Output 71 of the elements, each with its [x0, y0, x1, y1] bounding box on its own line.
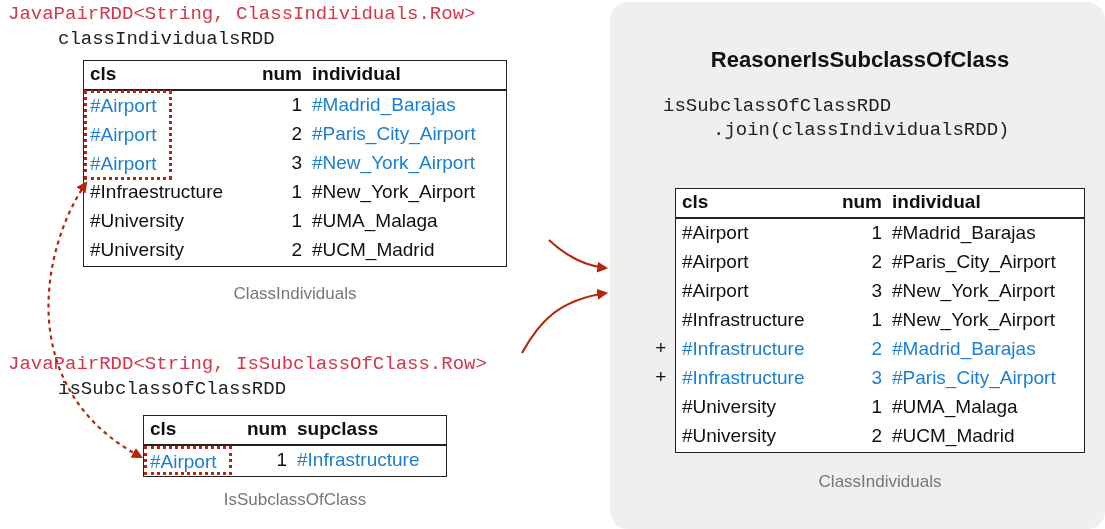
- table-cell: #Infrastructure: [682, 366, 805, 390]
- table-cell: #Airport: [90, 94, 157, 118]
- table-cell: #New_York_Airport: [892, 279, 1055, 303]
- arrow: [521, 289, 609, 354]
- arrow: [548, 239, 609, 273]
- column-header: cls: [90, 62, 117, 86]
- table-caption: ClassIndividuals: [818, 472, 942, 492]
- table-cell: #Infrastructure: [682, 337, 805, 361]
- table-cell: 1: [871, 221, 882, 245]
- column-header: num: [246, 417, 287, 441]
- code-label: classIndividualsRDD: [58, 27, 275, 51]
- table-cell: #Infraestructure: [90, 180, 224, 204]
- table-cell: 1: [291, 209, 302, 233]
- table-cell: #Madrid_Barajas: [312, 93, 456, 117]
- table-cell: #UCM_Madrid: [892, 424, 1015, 448]
- code-label: JavaPairRDD<String, ClassIndividuals.Row>: [8, 2, 476, 26]
- table-cell: 3: [871, 366, 882, 390]
- table-cell: 2: [291, 122, 302, 146]
- table-cell: #Airport: [90, 123, 157, 147]
- highlight-box: [144, 446, 232, 475]
- panel-title: ReasonerIsSubclassOfClass: [710, 47, 1010, 73]
- table-cell: #Airport: [682, 250, 749, 274]
- column-header: cls: [150, 417, 177, 441]
- table-cell: #Paris_City_Airport: [892, 250, 1056, 274]
- code-label: isSubclassOfClassRDD: [58, 377, 287, 401]
- table-cell: 1: [871, 308, 882, 332]
- table-cell: #Airport: [682, 221, 749, 245]
- table-cell: 1: [871, 395, 882, 419]
- table-cell: #Airport: [90, 152, 157, 176]
- table-cell: 2: [871, 337, 882, 361]
- table-cell: #New_York_Airport: [312, 180, 475, 204]
- table-cell: 2: [871, 250, 882, 274]
- plus-mark: +: [655, 336, 667, 360]
- table-cell: #Paris_City_Airport: [892, 366, 1056, 390]
- code-label: isSubclassOfClassRDD .join(classIndividualsRDD): [663, 94, 1011, 142]
- column-header: num: [841, 190, 882, 214]
- table-cell: 3: [291, 151, 302, 175]
- column-header: individual: [312, 62, 401, 86]
- table-cell: #University: [90, 238, 184, 262]
- table-cell: #New_York_Airport: [312, 151, 475, 175]
- table-cell: 1: [291, 93, 302, 117]
- table-cell: #Infrastructure: [297, 448, 420, 472]
- table-cell: 3: [871, 279, 882, 303]
- table-cell: #UMA_Malaga: [312, 209, 438, 233]
- table-cell: #Madrid_Barajas: [892, 221, 1036, 245]
- table-cell: #University: [682, 395, 776, 419]
- table-cell: 1: [276, 448, 287, 472]
- table-cell: 2: [291, 238, 302, 262]
- column-header: individual: [892, 190, 981, 214]
- table-cell: 2: [871, 424, 882, 448]
- column-header: cls: [682, 190, 709, 214]
- highlight-box: [84, 90, 172, 180]
- table-cell: #University: [682, 424, 776, 448]
- column-header: supclass: [297, 417, 379, 441]
- table-caption: IsSubclassOfClass: [223, 490, 367, 510]
- table-cell: #Paris_City_Airport: [312, 122, 476, 146]
- table-cell: #University: [90, 209, 184, 233]
- table-cell: #New_York_Airport: [892, 308, 1055, 332]
- table-cell: #Airport: [150, 450, 217, 474]
- table-caption: ClassIndividuals: [233, 284, 357, 304]
- table-cell: #UMA_Malaga: [892, 395, 1018, 419]
- table-cell: #Madrid_Barajas: [892, 337, 1036, 361]
- plus-mark: +: [655, 365, 667, 389]
- table-cell: 1: [291, 180, 302, 204]
- arrow: [47, 181, 143, 459]
- table-cell: #Airport: [682, 279, 749, 303]
- table-cell: #UCM_Madrid: [312, 238, 435, 262]
- table-cell: #Infrastructure: [682, 308, 805, 332]
- panel-background: [610, 2, 1105, 529]
- code-label: JavaPairRDD<String, IsSubclassOfClass.Row>: [8, 352, 487, 376]
- column-header: num: [261, 62, 302, 86]
